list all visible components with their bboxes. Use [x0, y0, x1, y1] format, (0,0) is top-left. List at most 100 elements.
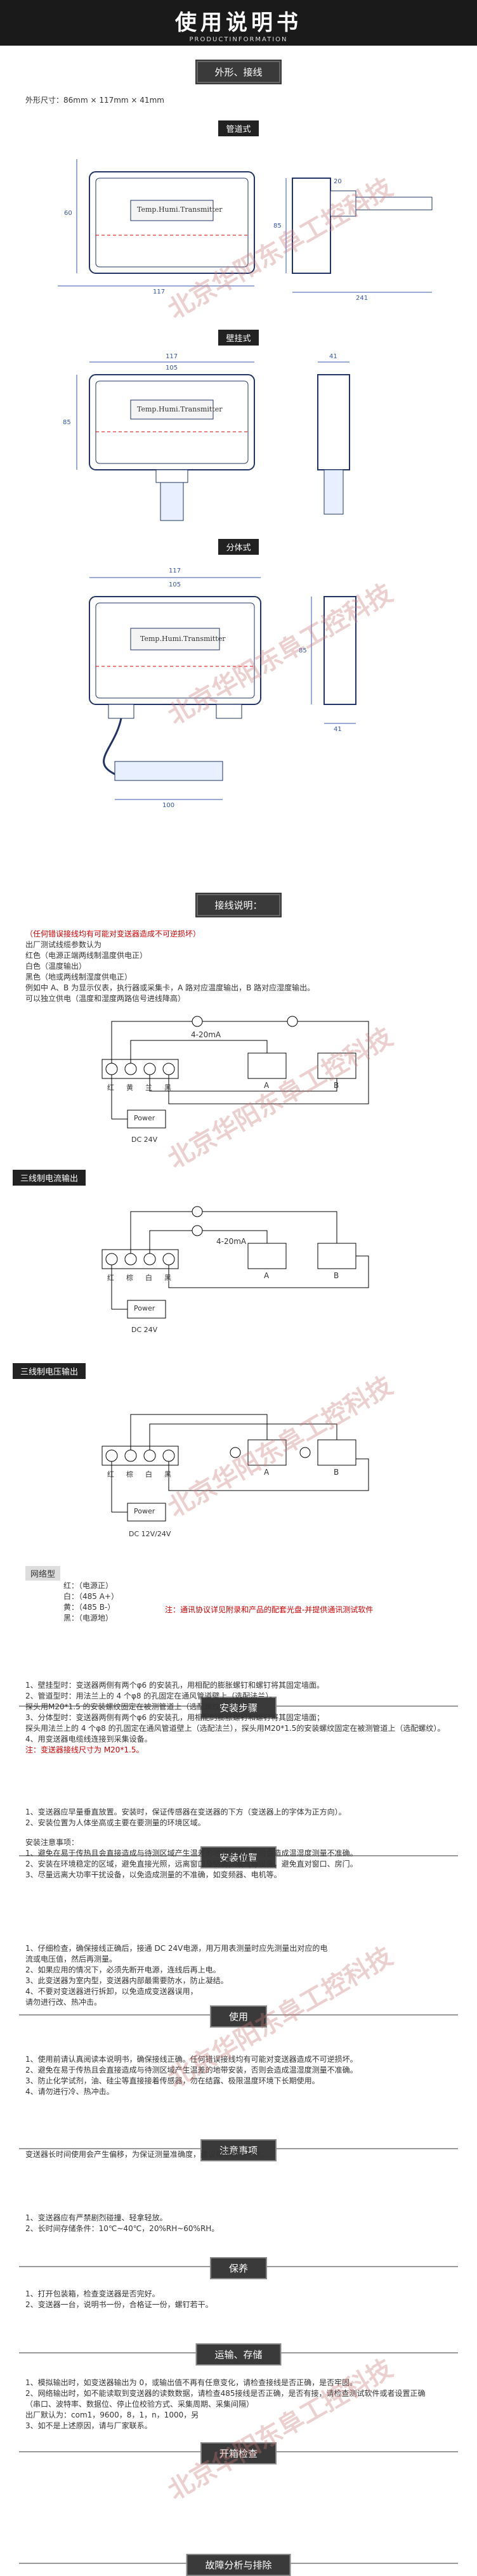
usage-line-5: 4、不要对变送器进行拆卸，以免造成变送器误用，	[25, 1987, 198, 1996]
split-label-wrap: 分体式	[0, 539, 477, 555]
install-steps-button: 安装步骤	[200, 1697, 277, 1719]
pipe-dim-4: 241	[356, 295, 369, 302]
usage-button: 使用	[209, 2005, 268, 2028]
split-dim-4: 85	[299, 647, 307, 654]
position-line-2: 2、安装位置为人体坐高或主要在要测量的环境区域。	[25, 1818, 206, 1827]
transport-head: 运输、存储	[0, 2341, 477, 2366]
pipe-diagram: Temp.Humi.Transmitter 117 60 20 241 85	[19, 139, 457, 317]
warranty-head: 保养	[0, 2255, 477, 2279]
fault-line-4: 出厂默认为：com1，9600，8，1，n，1000，另	[25, 2411, 199, 2419]
three-current-label-black: 黑	[164, 1274, 171, 1282]
three-voltage-meter-a: A	[264, 1468, 270, 1477]
three-current-meter-b: B	[334, 1271, 339, 1280]
three-voltage-label-brown: 棕	[126, 1470, 133, 1479]
wiring-line-3: 白色（温度输出）	[25, 962, 87, 971]
wall-label-wrap: 壁挂式	[0, 330, 477, 346]
unpack-body: 1、打开包装箱，检查变送器是否完好。 2、变送器一台，说明书一份，合格证一份，螺…	[25, 2289, 457, 2310]
pipe-dim-2: 60	[64, 210, 72, 217]
notice-line-1: 1、使用前请认真阅读本说明书，确保接线正确。任何错误接线均有可能对变送器造成不可…	[25, 2055, 358, 2064]
wiring-line-5: 例如中 A、B 为显示仪表，执行器或采集卡，A 路对应温度输出，B 路对应湿度输…	[25, 983, 315, 992]
install-line-2: 2、管道型时：用法兰上的 4 个φ8 的孔固定在通风管道壁上（选配法兰）。	[25, 1692, 277, 1700]
pipe-dim-5: 85	[273, 223, 282, 230]
warranty-body: 变送器长时间使用会产生偏移，为保证测量准确度，建议每年校准一次。	[25, 2149, 457, 2160]
three-voltage-title: 三线制电压输出	[13, 1363, 86, 1379]
split-diagram: Temp.Humi.Transmitter 117 105 41 85 100	[19, 558, 457, 875]
wiring-line-2: 红色（电源正端两线制温度供电正）	[25, 951, 148, 960]
fault-button: 故障分析与排除	[186, 2554, 291, 2576]
fault-body: 1、模拟输出时，如变送器输出为 0，或输出值不再有任意变化，请检查接线是否正确，…	[25, 2378, 457, 2431]
wall-dim-2: 105	[166, 365, 178, 372]
three-voltage-label-black: 黑	[164, 1470, 171, 1479]
position-body: 1、变送器应早量垂直放置。安装时，保证传感器在变送器的下方（变送器上的字体为正方…	[25, 1807, 457, 1880]
position-attention-title: 安装注意事项：	[25, 1838, 79, 1847]
three-voltage-diagram: 红 棕 白 黑 A B Power DC 12V/24V	[89, 1388, 381, 1553]
unpack-line-1: 1、打开包装箱，检查变送器是否完好。	[25, 2289, 160, 2298]
pipe-label: 管道式	[218, 120, 259, 136]
usage-line-2: 流或电压值，然后再测量。	[25, 1955, 117, 1964]
usage-head: 使用	[0, 2003, 477, 2028]
wiring-warning: （任何错误接线均有可能对变送器造成不可逆损坏）	[25, 929, 201, 938]
install-line-5: 探头用法兰上的 4 个φ8 的孔固定在通风管道壁上（选配法兰），探头用M20*1…	[25, 1724, 445, 1733]
usage-line-3: 2、如果应用的情况下，必须先断开电源，连线后再上电。	[25, 1965, 221, 1974]
wall-diagram: Temp.Humi.Transmitter 117 105 85 41	[19, 349, 457, 526]
wall-device-text: Temp.Humi.Transmitter	[137, 405, 223, 413]
network-line-4: 黑：（电源地）	[63, 1614, 114, 1622]
wall-label: 壁挂式	[218, 330, 259, 346]
appearance-button: 外形、接线	[197, 61, 280, 83]
network-line-1: 红：（电源正）	[63, 1581, 114, 1590]
notice-body: 1、使用前请认真阅读本说明书，确保接线正确。任何错误接线均有可能对变送器造成不可…	[25, 2054, 457, 2097]
split-label: 分体式	[218, 539, 259, 555]
fault-line-2: 2、网络输出时，如不能读取到变送器的读数数据，请检查485接线是否正确，是否有接…	[25, 2389, 426, 2398]
position-head: 安装位置	[0, 1844, 477, 1868]
wiring-head: 接线说明：	[0, 894, 477, 916]
two-wire-supply: DC 24V	[131, 1136, 158, 1144]
size-text: 外形尺寸：86mm × 117mm × 41mm	[25, 96, 164, 105]
notice-line-4: 4、请勿进行冷、热冲击。	[25, 2087, 114, 2096]
pipe-device-text: Temp.Humi.Transmitter	[137, 205, 223, 214]
two-wire-label-blue: 兰	[145, 1084, 152, 1092]
notice-line-2: 2、避免在易于传热且会直接造成与待测区域产生温差的地带安装，否则会造成温湿度测量…	[25, 2066, 358, 2074]
two-wire-label-black: 黑	[164, 1084, 171, 1092]
wiring-line-1: 出厂测试线缆参数认为	[25, 940, 102, 949]
install-line-1: 1、壁挂型时：变送器两侧有两个φ6 的安装孔，用相配的膨胀螺钉和螺钉将其固定墙面…	[25, 1681, 325, 1690]
split-device-text: Temp.Humi.Transmitter	[140, 635, 226, 643]
network-title: 网络型	[25, 1566, 61, 1581]
position-attention-3: 3、尽量远离大功率干扰设备，以免造成测量的不准确，如变频器、电机等。	[25, 1870, 282, 1879]
notice-button: 注意事项	[200, 2139, 277, 2161]
install-steps-body: 1、壁挂型时：变送器两侧有两个φ6 的安装孔，用相配的膨胀螺钉和螺钉将其固定墙面…	[25, 1680, 457, 1756]
two-wire-label-yellow: 黄	[126, 1084, 133, 1092]
wall-dim-3: 85	[63, 419, 71, 426]
two-wire-power: Power	[134, 1114, 155, 1122]
split-dim-2: 105	[169, 581, 181, 588]
three-current-label-red: 红	[107, 1274, 114, 1282]
three-current-title: 三线制电流输出	[13, 1170, 86, 1186]
install-line-4: 3、分体型时：变送器两侧有两个φ6 的安装孔，用相配的膨胀螺钉和螺钉将其固定墙面…	[25, 1713, 325, 1722]
wiring-button: 接线说明：	[197, 894, 280, 916]
transport-line-2: 2、长时间存储条件：10℃~40℃，20%RH~60%RH。	[25, 2224, 219, 2233]
usage-line-4: 3、此变送器为室内型，变送器内部最需要防水，防止凝结。	[25, 1976, 228, 1985]
position-button: 安装位置	[200, 1846, 277, 1868]
pipe-dim-1: 117	[153, 288, 166, 295]
network-line-3: 黄：（485 B-）	[63, 1603, 115, 1612]
usage-body: 1、仔细检查，确保接线正确后，接通 DC 24V电源，用万用表测量时应先测量出对…	[25, 1943, 457, 2008]
two-wire-label-red: 红	[107, 1084, 114, 1092]
two-wire-diagram: 4-20mA 红 黄 兰 黑 A B Power DC 24V	[89, 1002, 381, 1160]
position-attention-2: 2、安装在环境稳定的区域，避免直接光照，远离窗口及空调，暖气等设备，避免直对窗口…	[25, 1860, 358, 1868]
three-current-title-wrap: 三线制电流输出	[13, 1170, 477, 1186]
transport-line-1: 1、变送器应有严禁剧烈碰撞、轻拿轻放。	[25, 2213, 167, 2222]
network-section: 网络型 红：（电源正） 白：（485 A+） 黄：（485 B-） 黑：（电源地…	[25, 1566, 457, 1622]
transport-button: 运输、存储	[195, 2343, 282, 2366]
three-voltage-power: Power	[134, 1507, 155, 1515]
network-note: 注：通讯协议详见附录和产品的配套光盘-并提供通讯测试软件	[165, 1605, 374, 1614]
three-voltage-label-red: 红	[107, 1470, 114, 1479]
split-dim-5: 100	[162, 802, 175, 809]
two-wire-meter-a: A	[264, 1081, 270, 1090]
three-current-diagram: 4-20mA 红 棕 白 黑 A B Power DC 24V	[89, 1192, 381, 1350]
three-current-label-brown: 棕	[126, 1274, 133, 1282]
appearance-section: 外形、接线	[0, 61, 477, 83]
fault-line-1: 1、模拟输出时，如变送器输出为 0，或输出值不再有任意变化，请检查接线是否正确，…	[25, 2378, 358, 2387]
three-current-meter-a: A	[264, 1271, 270, 1280]
install-note: 注：变送器接线尺寸为 M20*1.5。	[25, 1745, 144, 1754]
two-wire-signal: 4-20mA	[191, 1030, 221, 1039]
wall-dim-4: 41	[329, 353, 337, 360]
